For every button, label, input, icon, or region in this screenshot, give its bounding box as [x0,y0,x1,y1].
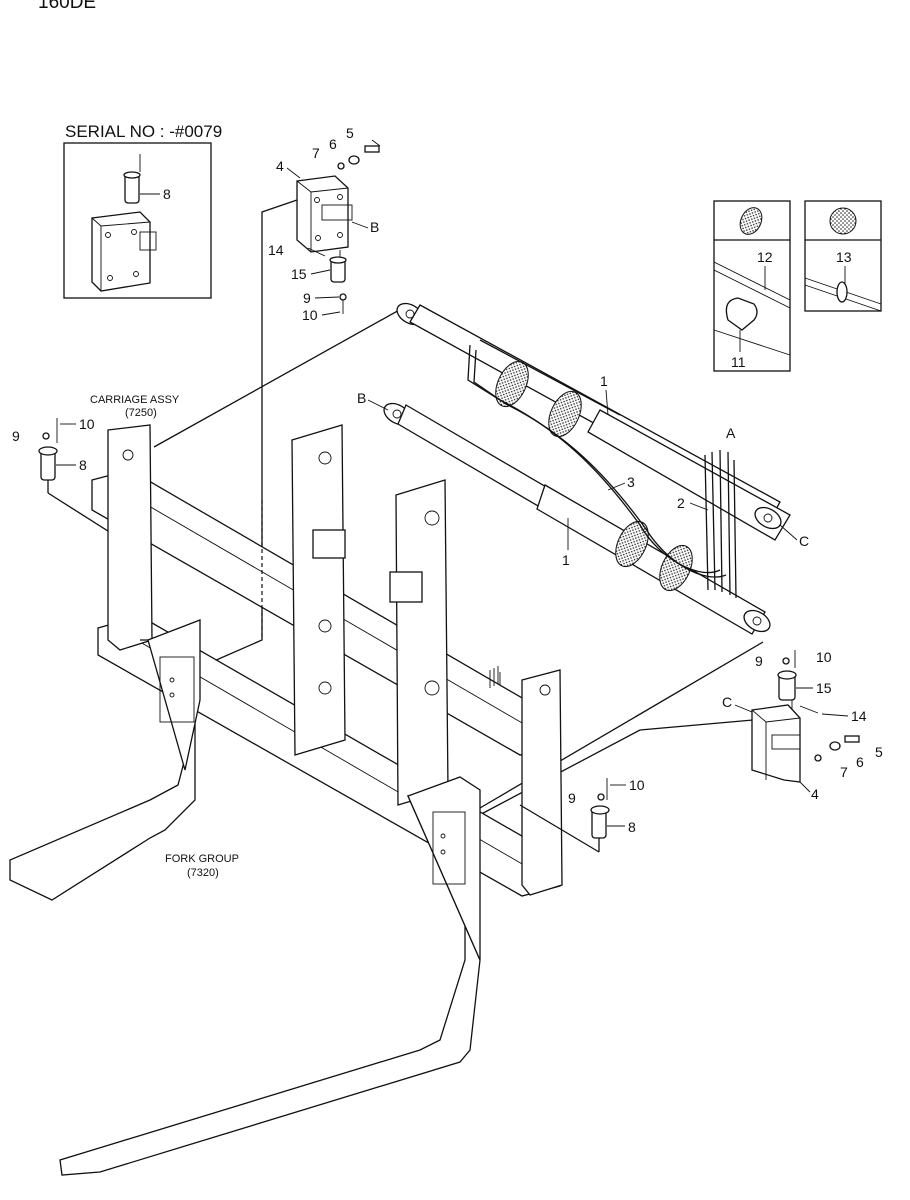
detail-frame-left [713,200,791,372]
left-callout-10: 10 [79,416,95,432]
right-washer-7 [814,754,822,762]
upper-cylinder-barrel [587,409,791,541]
detail-tie [836,281,848,303]
right-callout-7: 7 [840,764,848,780]
letter-c: C [799,533,809,549]
lower-cylinder [383,402,771,635]
caption-fork-code: (7320) [187,867,219,879]
leader-cylinder-top [153,303,411,448]
lower-callout-9: 9 [568,790,576,806]
right-callout-14: 14 [851,708,867,724]
fitting-9 [339,293,347,301]
right-callout-10: 10 [816,649,832,665]
callout-3: 3 [627,474,635,490]
callout-5: 5 [346,125,354,141]
letter-a-top: A [726,425,736,441]
left-callout-8: 8 [79,457,87,473]
detail-section-right [829,207,857,235]
callout-10: 10 [302,307,318,323]
top-bracket-group: 5 6 7 4 B 14 15 9 10 [268,125,381,323]
right-callout-4: 4 [811,786,819,802]
lower-fitting-9 [597,793,605,801]
letter-b: B [357,390,366,406]
left-callout-9: 9 [12,428,20,444]
detail-clamp [725,297,758,331]
carriage-right-end-plate [521,669,563,896]
model-label: 160DE [38,0,96,13]
cylinder-detail-inset: 12 11 13 [713,200,882,372]
detail-section-left [739,207,763,235]
carriage-assembly [91,424,563,897]
caption-carriage-name: CARRIAGE ASSY [90,394,180,406]
pin-14 [307,247,326,257]
right-callout-c: C [722,694,732,710]
callout-4: 4 [276,158,284,174]
right-callout-5: 5 [875,744,883,760]
right-pin-14 [799,705,819,714]
callout-1-lower: 1 [562,552,570,568]
washer-7 [337,162,345,170]
left-fitting-9 [42,432,50,440]
callout-13: 13 [836,249,852,265]
leader-top-bracket [197,199,298,669]
caption-carriage-code: (7250) [125,407,157,419]
washer-6 [348,155,360,165]
right-callout-6: 6 [856,754,864,770]
right-callout-9: 9 [755,653,763,669]
carriage-center-plate [291,424,346,756]
right-bracket-group: 9 10 15 C 14 5 6 7 4 [722,649,883,802]
callout-14: 14 [268,242,284,258]
bolt-5 [364,145,380,153]
serial-inset-frame [63,142,212,299]
callout-15: 15 [291,266,307,282]
callout-6: 6 [329,136,337,152]
callout-12: 12 [757,249,773,265]
hydraulic-hoses-2 [704,449,737,599]
detail-frame-right [804,200,882,312]
lower-bushing-group: 9 10 8 [519,777,645,853]
right-fitting-9 [782,657,790,665]
callout-7: 7 [312,145,320,161]
serial-inset: SERIAL NO : -#0079 8 [63,122,222,299]
carriage-left-plate [107,424,153,651]
right-callout-15: 15 [816,680,832,696]
callout-9: 9 [303,290,311,306]
lower-callout-8: 8 [628,819,636,835]
fork-group [9,619,481,1176]
leader-cylinder-bottom [467,641,764,816]
carriage-right-plate [395,479,449,806]
bracket-4 [296,175,349,253]
callout-11: 11 [731,354,746,370]
right-washer-6 [829,741,841,751]
caption-fork-name: FORK GROUP [165,853,239,865]
right-fork [59,795,481,1176]
right-bolt-5 [844,735,860,743]
carriage-block-left [312,529,346,559]
inset-callout-8: 8 [163,186,171,202]
callout-b-bracket: B [370,219,379,235]
carriage-block-right [389,571,423,603]
serial-inset-title: SERIAL NO : -#0079 [65,122,222,141]
callout-2: 2 [677,495,685,511]
upper-cylinder [396,302,791,541]
callout-1-upper: 1 [600,373,608,389]
lower-callout-10: 10 [629,777,645,793]
